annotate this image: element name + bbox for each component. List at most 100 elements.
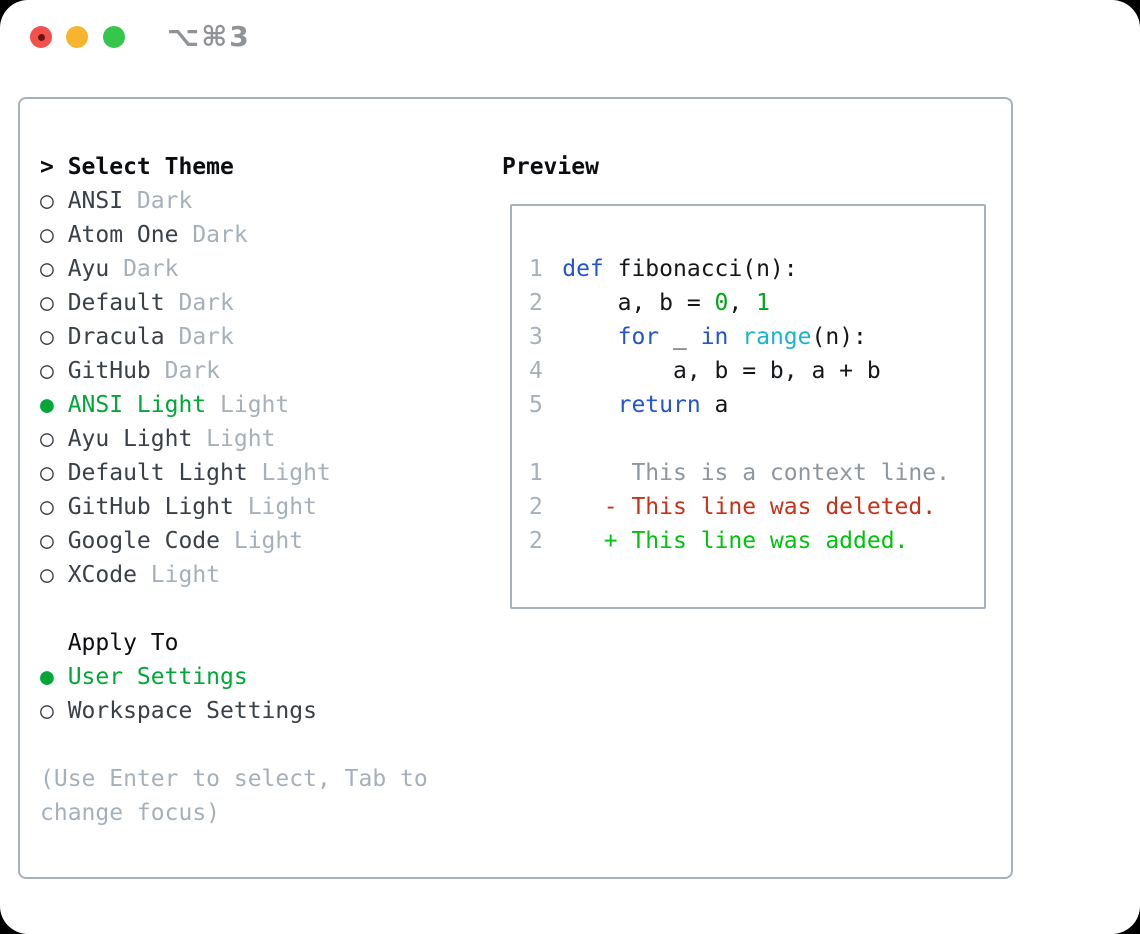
theme-name: Default bbox=[67, 290, 165, 316]
theme-name: GitHub Light bbox=[67, 494, 234, 520]
theme-name: XCode bbox=[67, 562, 137, 588]
theme-name: ANSI bbox=[67, 188, 124, 214]
radio-icon: ○ bbox=[40, 562, 54, 588]
spacer-row bbox=[40, 592, 428, 626]
diff-text: + This line was added. bbox=[562, 528, 909, 554]
radio-icon: ○ bbox=[40, 528, 54, 554]
traffic-light-minimize-button[interactable] bbox=[66, 26, 88, 48]
theme-variant-tag: Light bbox=[261, 460, 331, 486]
radio-icon: ● bbox=[40, 392, 54, 418]
apply-option-user-settings[interactable]: ● User Settings bbox=[40, 660, 428, 694]
theme-option-ayu-light[interactable]: ○ Ayu Light Light bbox=[40, 422, 428, 456]
radio-icon: ○ bbox=[40, 358, 54, 384]
line-number: 5 bbox=[529, 392, 543, 418]
radio-icon: ○ bbox=[40, 324, 54, 350]
window-shortcut-label: ⌥⌘3 bbox=[167, 20, 251, 53]
spacer-row bbox=[529, 422, 984, 456]
theme-variant-tag: Light bbox=[233, 528, 304, 554]
code-text: for _ in range(n): bbox=[617, 324, 867, 350]
apply-to-title: Apply To bbox=[67, 630, 179, 656]
apply-option-workspace-settings[interactable]: ○ Workspace Settings bbox=[40, 694, 428, 728]
code-text: a, b = 0, 1 bbox=[562, 290, 770, 316]
radio-icon: ○ bbox=[40, 426, 54, 452]
code-line: 1 def fibonacci(n): bbox=[529, 252, 984, 286]
help-text-line: change focus) bbox=[40, 800, 221, 826]
code-line: 4 a, b = b, a + b bbox=[529, 354, 984, 388]
theme-option-ansi-light[interactable]: ● ANSI Light Light bbox=[40, 388, 428, 422]
spacer-row bbox=[40, 728, 428, 762]
radio-icon: ○ bbox=[40, 222, 54, 248]
theme-name: Default Light bbox=[67, 460, 248, 486]
radio-icon: ○ bbox=[40, 494, 54, 520]
theme-name: Dracula bbox=[67, 324, 165, 350]
code-line: 3 for _ in range(n): bbox=[529, 320, 984, 354]
radio-icon: ○ bbox=[40, 290, 54, 316]
help-text-line: (Use Enter to select, Tab to bbox=[40, 766, 428, 792]
code-line: 2 a, b = 0, 1 bbox=[529, 286, 984, 320]
line-number: 1 bbox=[529, 460, 543, 486]
theme-option-ayu[interactable]: ○ Ayu Dark bbox=[40, 252, 428, 286]
theme-variant-tag: Light bbox=[220, 392, 290, 418]
diff-line-context: 1 This is a context line. bbox=[529, 456, 984, 490]
preview-title: Preview bbox=[502, 154, 599, 180]
theme-name: ANSI Light bbox=[67, 392, 207, 418]
code-line: 5 return a bbox=[529, 388, 984, 422]
apply-option-label: Workspace Settings bbox=[67, 698, 317, 724]
line-number: 1 bbox=[529, 256, 543, 282]
theme-variant-tag: Dark bbox=[178, 324, 234, 350]
radio-icon: ○ bbox=[40, 698, 54, 724]
theme-name: Google Code bbox=[67, 528, 221, 554]
line-number: 2 bbox=[529, 290, 543, 316]
theme-name: GitHub bbox=[67, 358, 151, 384]
diff-preview: 1 This is a context line. 2 - This line w… bbox=[529, 456, 984, 558]
diff-text: - This line was deleted. bbox=[562, 494, 937, 520]
theme-variant-tag: Light bbox=[206, 426, 276, 452]
radio-icon: ● bbox=[40, 664, 54, 690]
theme-option-atom-one[interactable]: ○ Atom One Dark bbox=[40, 218, 428, 252]
radio-icon: ○ bbox=[40, 256, 54, 282]
code-text: a, b = b, a + b bbox=[562, 358, 881, 384]
radio-icon: ○ bbox=[40, 188, 54, 214]
theme-variant-tag: Dark bbox=[123, 256, 179, 282]
theme-variant-tag: Dark bbox=[192, 222, 248, 248]
theme-name: Atom One bbox=[67, 222, 179, 248]
diff-text: This is a context line. bbox=[562, 460, 950, 486]
theme-section-title: Select Theme bbox=[67, 154, 234, 180]
line-number: 3 bbox=[529, 324, 543, 350]
apply-to-list: ● User Settings ○ Workspace Settings bbox=[40, 660, 428, 728]
focus-prompt-icon: > bbox=[40, 154, 54, 180]
traffic-light-zoom-button[interactable] bbox=[103, 26, 125, 48]
traffic-light-close-button[interactable] bbox=[30, 26, 52, 48]
theme-option-default[interactable]: ○ Default Dark bbox=[40, 286, 428, 320]
theme-section-header: > Select Theme bbox=[40, 150, 428, 184]
theme-name: Ayu bbox=[67, 256, 110, 282]
theme-option-dracula[interactable]: ○ Dracula Dark bbox=[40, 320, 428, 354]
theme-variant-tag: Light bbox=[150, 562, 221, 588]
theme-option-xcode[interactable]: ○ XCode Light bbox=[40, 558, 428, 592]
theme-variant-tag: Dark bbox=[164, 358, 221, 384]
radio-icon: ○ bbox=[40, 460, 54, 486]
theme-name: Ayu Light bbox=[67, 426, 193, 452]
theme-variant-tag: Light bbox=[247, 494, 317, 520]
line-number: 2 bbox=[529, 528, 543, 554]
theme-option-github-light[interactable]: ○ GitHub Light Light bbox=[40, 490, 428, 524]
code-text: return a bbox=[617, 392, 729, 418]
diff-line-added: 2 + This line was added. bbox=[529, 524, 984, 558]
unsaved-dot-icon bbox=[37, 33, 45, 41]
theme-variant-tag: Dark bbox=[178, 290, 234, 316]
line-number: 4 bbox=[529, 358, 543, 384]
line-number: 2 bbox=[529, 494, 543, 520]
theme-option-github[interactable]: ○ GitHub Dark bbox=[40, 354, 428, 388]
code-text: def fibonacci(n): bbox=[562, 256, 798, 282]
help-text: (Use Enter to select, Tab to change focus… bbox=[40, 762, 428, 830]
theme-option-google-code[interactable]: ○ Google Code Light bbox=[40, 524, 428, 558]
apply-option-label: User Settings bbox=[67, 664, 248, 690]
theme-option-default-light[interactable]: ○ Default Light Light bbox=[40, 456, 428, 490]
